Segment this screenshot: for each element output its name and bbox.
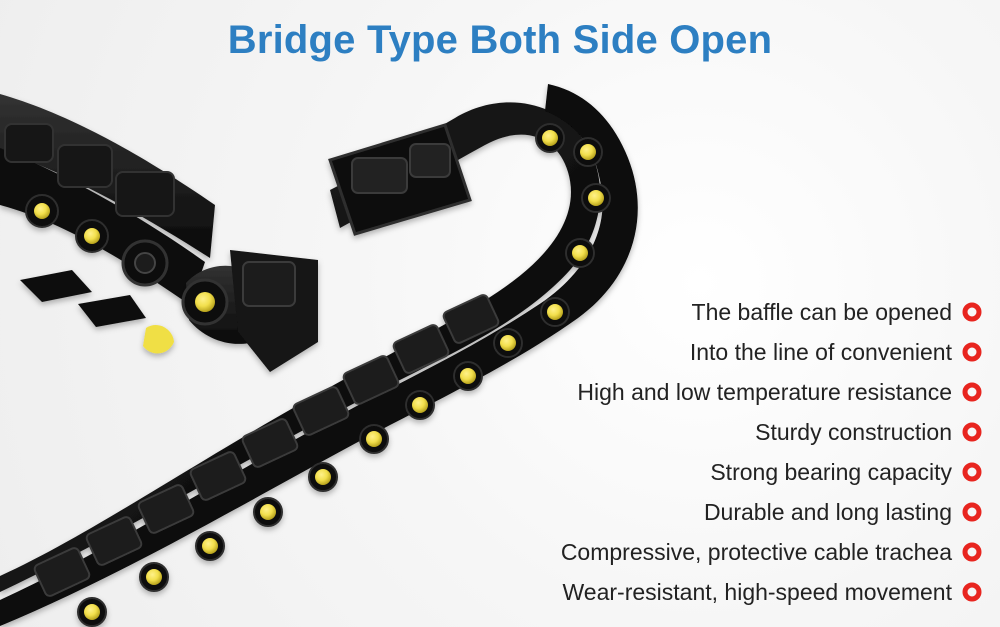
feature-item: Strong bearing capacity [462,452,982,492]
feature-item: The baffle can be opened [462,292,982,332]
red-ring-icon [962,382,982,402]
feature-text: Compressive, protective cable trachea [560,539,952,565]
red-ring-icon [962,582,982,602]
feature-text: Durable and long lasting [703,499,952,525]
main-chain [0,84,638,627]
feature-item: Compressive, protective cable trachea [462,532,982,572]
loose-parts [20,250,318,372]
feature-item: Durable and long lasting [462,492,982,532]
feature-item: Wear-resistant, high-speed movement [462,572,982,612]
feature-text: The baffle can be opened [691,299,952,325]
feature-text: Strong bearing capacity [710,459,952,485]
chain-openings [33,294,500,597]
red-ring-icon [962,462,982,482]
red-ring-icon [962,542,982,562]
feature-text: Wear-resistant, high-speed movement [562,579,952,605]
feature-text: Into the line of convenient [689,339,952,365]
red-ring-icon [962,502,982,522]
red-ring-icon [962,302,982,322]
chain-link-holes [77,123,611,627]
red-ring-icon [962,342,982,362]
feature-list: The baffle can be opened Into the line o… [462,292,982,612]
feature-item: Sturdy construction [462,412,982,452]
feature-item: Into the line of convenient [462,332,982,372]
left-chain-section [0,94,215,305]
feature-text: Sturdy construction [755,419,952,445]
feature-item: High and low temperature resistance [462,372,982,412]
page-title: Bridge Type Both Side Open [227,18,773,62]
feature-text: High and low temperature resistance [577,379,952,405]
red-ring-icon [962,422,982,442]
